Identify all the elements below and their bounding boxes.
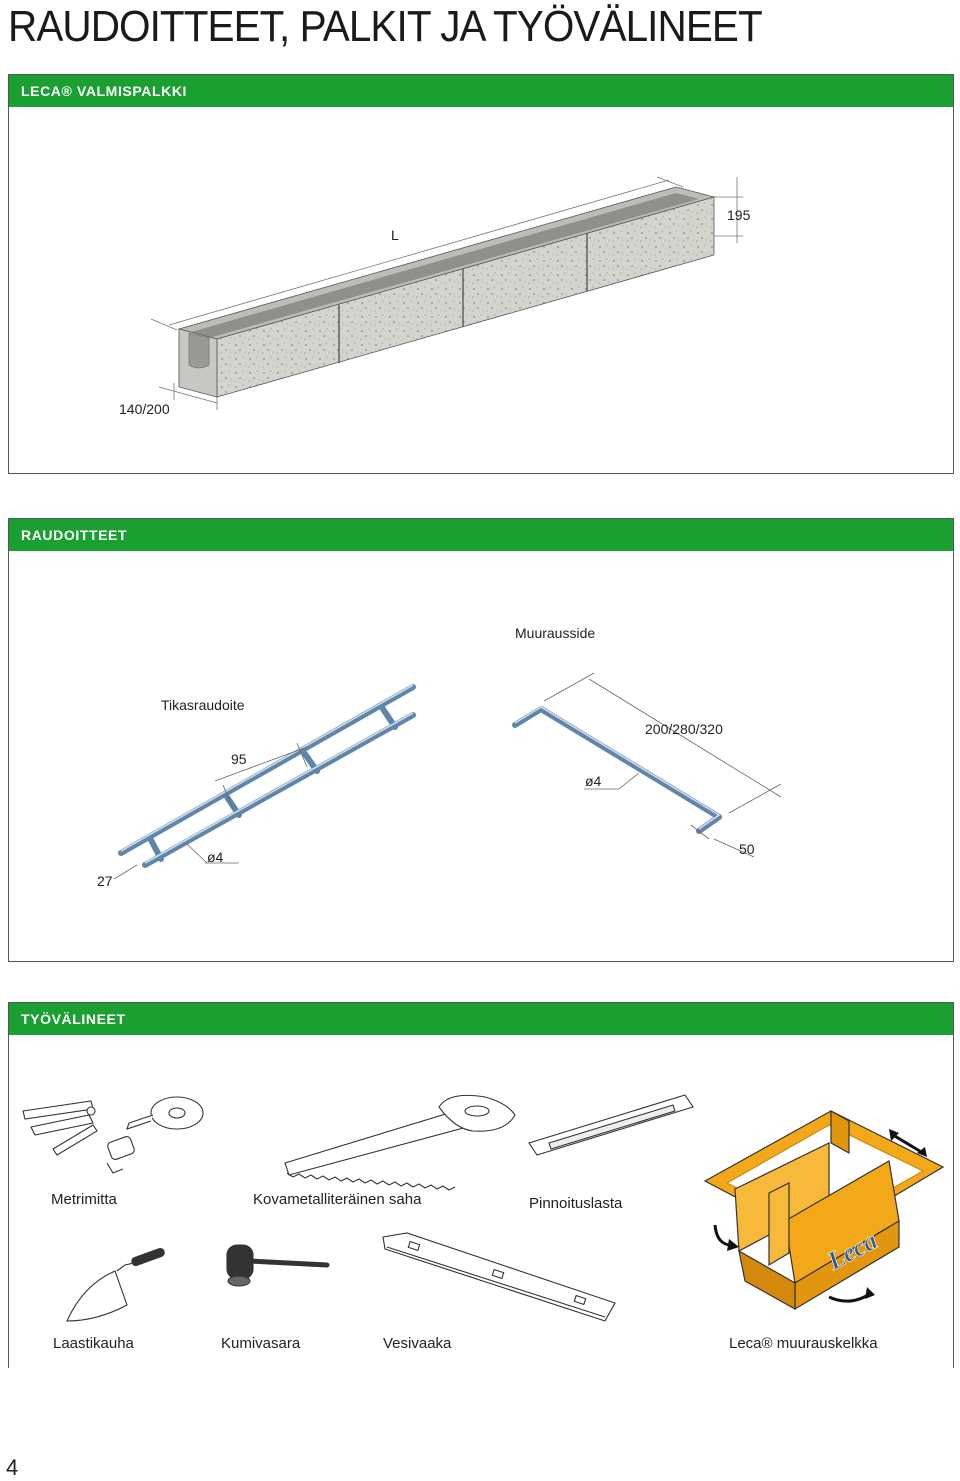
section-raudoitteet: RAUDOITTEET [8,518,954,962]
label-tikasraudoite: Tikasraudoite [161,697,245,713]
section-header-valmispalkki: LECA® VALMISPALKKI [9,75,953,107]
tool-label-metrimitta: Metrimitta [51,1191,117,1208]
dim-diam-left-label: ø4 [207,849,224,865]
section-valmispalkki: LECA® VALMISPALKKI [8,74,954,474]
spirit-level-icon [382,1232,616,1322]
folding-rule-icon [22,1100,98,1156]
tool-label-kumivasara: Kumivasara [221,1335,301,1352]
dim-50-label: 50 [739,841,755,857]
tools-illustration: Leca [22,1094,945,1322]
dim-95-label: 95 [231,751,247,767]
section-header-raudoitteet: RAUDOITTEET [9,519,953,551]
tape-measure-icon [106,1096,204,1174]
plastering-trowel-icon [528,1094,694,1156]
dim-width-label: 140/200 [119,401,170,417]
dim-diam-right-label: ø4 [585,773,602,789]
tool-label-saha: Kovametalliteräinen saha [253,1191,422,1208]
dim-lengths-label: 200/280/320 [645,721,723,737]
bucket-trowel-icon [66,1248,165,1322]
wall-tie [512,706,722,834]
rebar-illustration [113,672,782,880]
tool-label-vesivaaka: Vesivaaka [383,1335,452,1352]
dim-27-label: 27 [97,873,113,889]
page-number: 4 [6,1455,19,1480]
saw-icon [284,1094,516,1191]
masonry-sledge-icon [703,1109,945,1311]
dim-height-label: 195 [727,207,751,223]
page-title: RAUDOITTEET, PALKIT JA TYÖVÄLINEET [8,2,763,51]
tool-label-pinnoituslasta: Pinnoituslasta [529,1195,623,1212]
rubber-hammer-icon [226,1244,330,1287]
beam-channel [191,193,699,338]
dim-length-label: L [391,227,399,243]
tool-label-laastikauha: Laastikauha [53,1335,134,1352]
ladder-reinforcement [118,684,416,868]
section-header-tyovalineet: TYÖVÄLINEET [9,1003,953,1035]
beam-end-channel [188,332,210,369]
section-tyovalineet: TYÖVÄLINEET [8,1002,954,1368]
label-muurausside: Muurausside [515,625,596,641]
tool-label-muurauskelkka: Leca® muurauskelkka [729,1335,878,1352]
beam-illustration [150,176,743,410]
